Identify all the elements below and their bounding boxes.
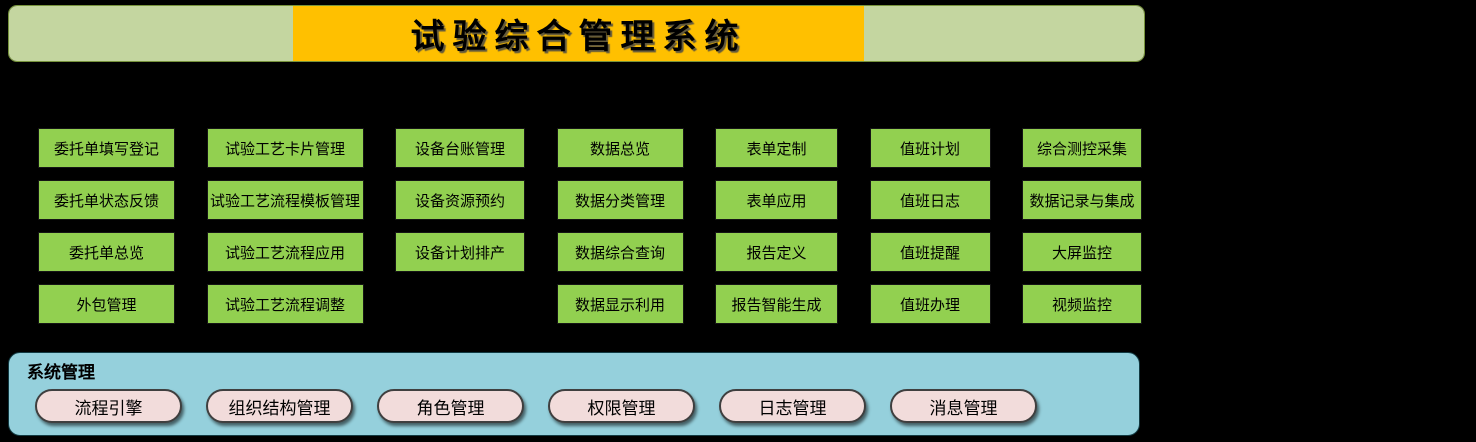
module-box[interactable]: 委托单填写登记 — [38, 128, 175, 168]
system-button[interactable]: 流程引擎 — [35, 389, 182, 423]
module-box[interactable]: 大屏监控 — [1022, 232, 1142, 272]
module-column-3: 设备台账管理设备资源预约设备计划排产 — [395, 128, 525, 284]
system-buttons: 流程引擎组织结构管理角色管理权限管理日志管理消息管理 — [35, 389, 1139, 423]
module-column-2: 试验工艺卡片管理试验工艺流程模板管理试验工艺流程应用试验工艺流程调整 — [206, 128, 364, 336]
module-box[interactable]: 值班计划 — [869, 128, 991, 168]
module-box[interactable]: 外包管理 — [38, 284, 175, 324]
page-title: 试验综合管理系统 — [410, 19, 747, 56]
module-box[interactable]: 试验工艺流程应用 — [206, 232, 364, 272]
system-panel-label: 系统管理 — [27, 363, 95, 382]
module-box[interactable]: 值班提醒 — [869, 232, 991, 272]
module-box[interactable]: 数据显示利用 — [556, 284, 684, 324]
module-column-7: 综合测控采集数据记录与集成大屏监控视频监控 — [1022, 128, 1142, 336]
module-column-5: 表单定制表单应用报告定义报告智能生成 — [715, 128, 838, 336]
system-button[interactable]: 组织结构管理 — [206, 389, 353, 423]
module-column-1: 委托单填写登记委托单状态反馈委托单总览外包管理 — [38, 128, 175, 336]
header-left-segment — [9, 6, 293, 61]
module-box[interactable]: 试验工艺卡片管理 — [206, 128, 364, 168]
module-box[interactable]: 设备资源预约 — [395, 180, 525, 220]
module-box[interactable]: 值班办理 — [869, 284, 991, 324]
module-box[interactable]: 表单应用 — [715, 180, 838, 220]
module-box[interactable]: 表单定制 — [715, 128, 838, 168]
system-button[interactable]: 角色管理 — [377, 389, 524, 423]
header-center-segment: 试验综合管理系统 — [293, 6, 864, 61]
header-banner: 试验综合管理系统 — [8, 5, 1145, 62]
module-box[interactable]: 数据总览 — [556, 128, 684, 168]
module-box[interactable]: 报告定义 — [715, 232, 838, 272]
module-box[interactable]: 数据记录与集成 — [1022, 180, 1142, 220]
module-box[interactable]: 综合测控采集 — [1022, 128, 1142, 168]
system-button[interactable]: 消息管理 — [890, 389, 1037, 423]
module-column-6: 值班计划值班日志值班提醒值班办理 — [869, 128, 991, 336]
module-box[interactable]: 数据综合查询 — [556, 232, 684, 272]
system-management-panel: 系统管理 流程引擎组织结构管理角色管理权限管理日志管理消息管理 — [8, 352, 1140, 436]
module-box[interactable]: 设备台账管理 — [395, 128, 525, 168]
module-box[interactable]: 试验工艺流程调整 — [206, 284, 364, 324]
module-box[interactable]: 报告智能生成 — [715, 284, 838, 324]
module-box[interactable]: 委托单总览 — [38, 232, 175, 272]
module-box[interactable]: 值班日志 — [869, 180, 991, 220]
module-grid: 委托单填写登记委托单状态反馈委托单总览外包管理试验工艺卡片管理试验工艺流程模板管… — [38, 128, 1142, 336]
system-button[interactable]: 权限管理 — [548, 389, 695, 423]
module-box[interactable]: 视频监控 — [1022, 284, 1142, 324]
header-right-segment — [864, 6, 1144, 61]
module-column-4: 数据总览数据分类管理数据综合查询数据显示利用 — [556, 128, 684, 336]
module-box[interactable]: 数据分类管理 — [556, 180, 684, 220]
system-button[interactable]: 日志管理 — [719, 389, 866, 423]
module-box[interactable]: 委托单状态反馈 — [38, 180, 175, 220]
module-box[interactable]: 设备计划排产 — [395, 232, 525, 272]
module-box[interactable]: 试验工艺流程模板管理 — [206, 180, 364, 220]
